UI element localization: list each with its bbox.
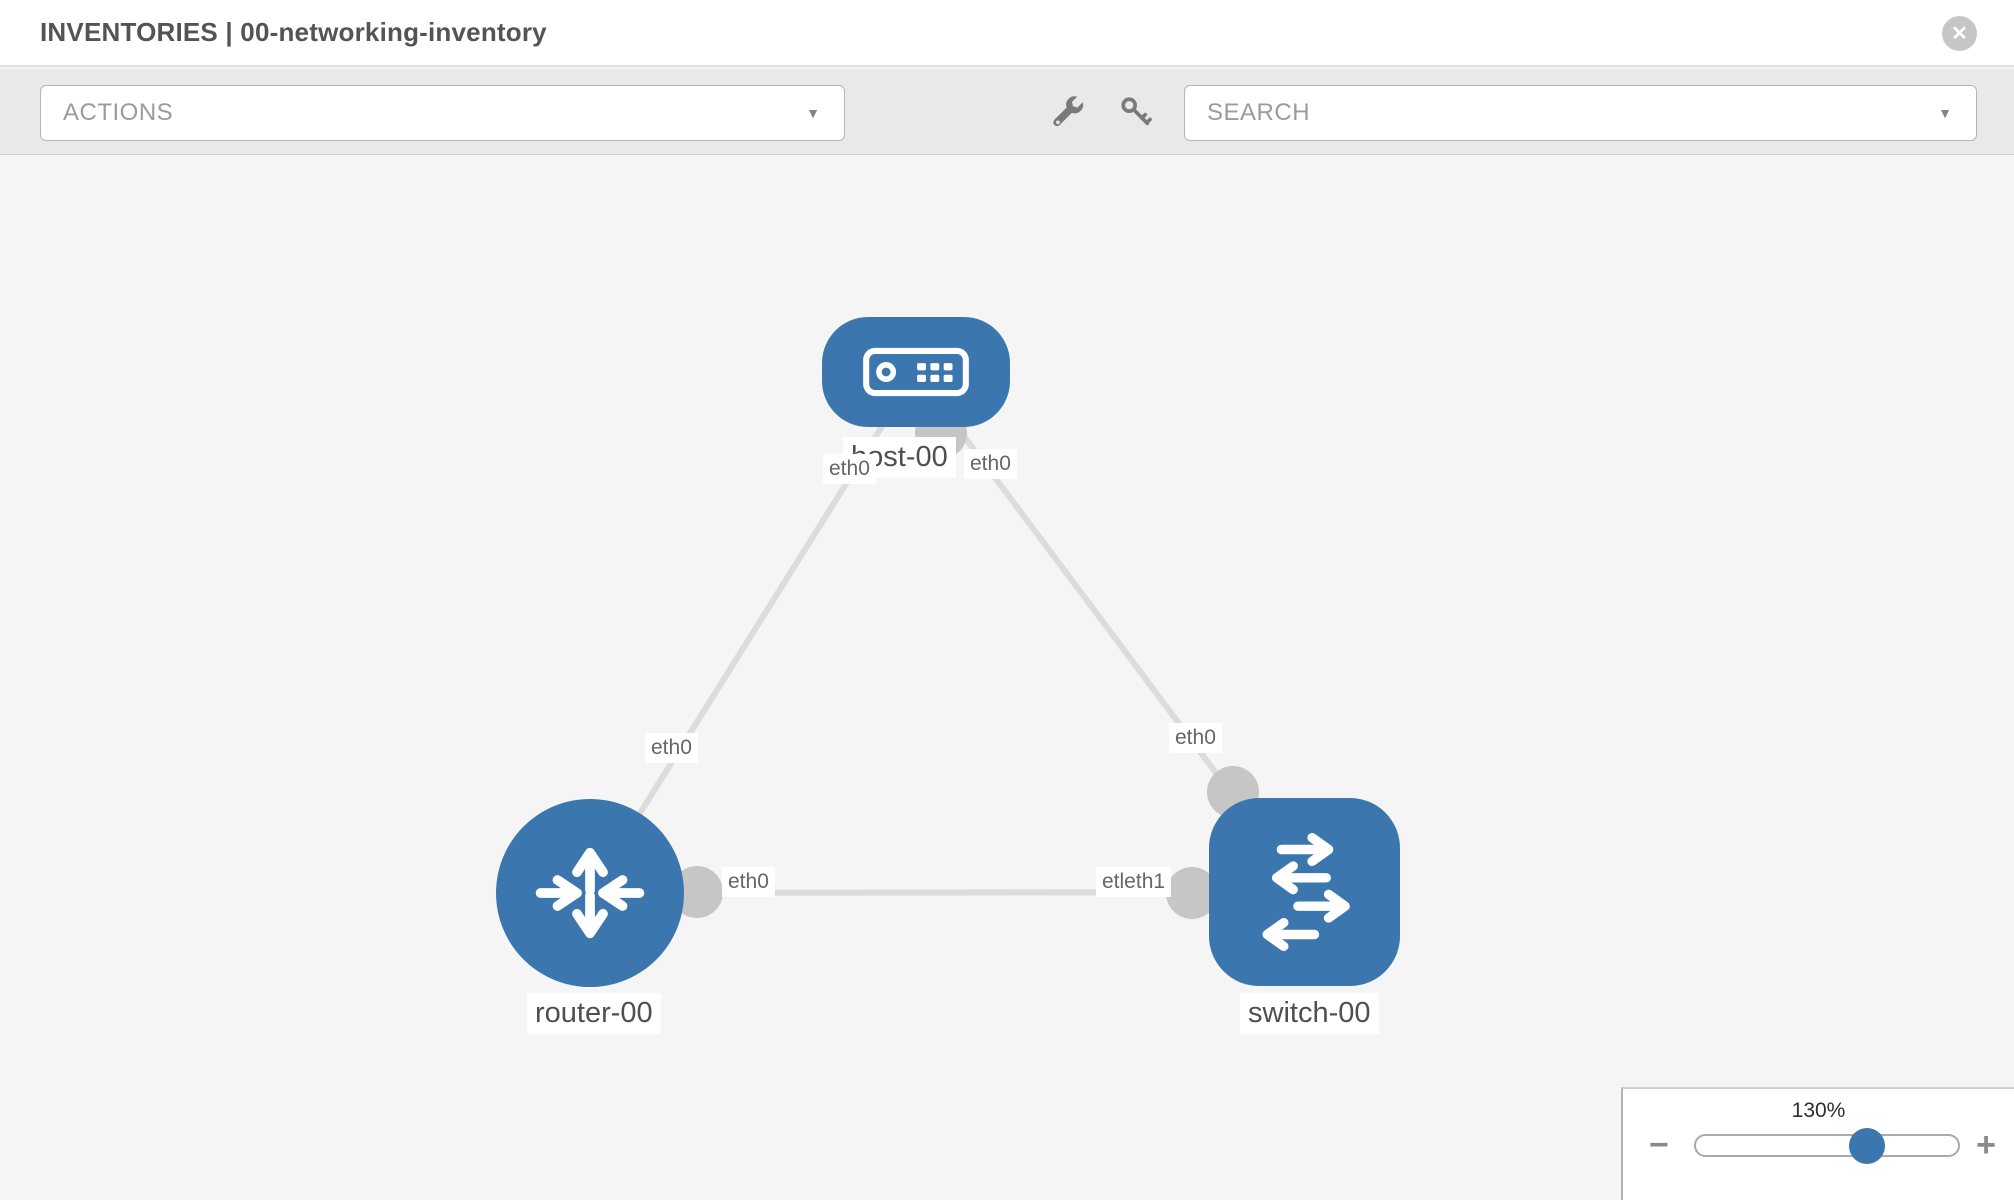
node-switch-00[interactable] [1209, 798, 1400, 986]
wrench-icon[interactable] [1051, 95, 1085, 129]
zoom-out-button[interactable]: − [1649, 1126, 1669, 1164]
chevron-down-icon: ▼ [806, 105, 820, 121]
header-bar: INVENTORIES | 00-networking-inventory ✕ [0, 0, 2014, 67]
page-title: INVENTORIES | 00-networking-inventory [40, 17, 547, 47]
chevron-down-icon: ▼ [1938, 105, 1952, 121]
node-label-switch-00: switch-00 [1240, 993, 1379, 1034]
host-icon [863, 347, 969, 397]
interface-label: eth0 [645, 733, 698, 763]
node-host-00[interactable] [822, 317, 1010, 427]
zoom-in-button[interactable]: + [1976, 1126, 1996, 1164]
zoom-percent-value: 130% [1791, 1099, 1846, 1122]
router-icon [535, 847, 645, 939]
close-icon[interactable]: ✕ [1942, 16, 1977, 51]
interface-label: eth0 [823, 454, 876, 484]
search-dropdown[interactable]: SEARCH ▼ [1184, 85, 1977, 141]
actions-dropdown-label: ACTIONS [63, 99, 174, 126]
key-icon[interactable] [1119, 95, 1153, 129]
actions-dropdown[interactable]: ACTIONS ▼ [40, 85, 845, 141]
toolbar: ACTIONS ▼ SEARCH ▼ [0, 69, 2014, 155]
interface-label: etleth1 [1096, 867, 1172, 897]
zoom-slider-thumb[interactable] [1849, 1128, 1885, 1164]
zoom-slider-track[interactable] [1694, 1128, 1960, 1164]
topology-canvas[interactable]: host-00 router-00 switch-00 eth0 eth0 et… [0, 155, 2014, 1200]
interface-label: eth0 [1169, 723, 1222, 753]
links-layer [587, 370, 1308, 919]
node-router-00[interactable] [496, 799, 684, 987]
interface-label: eth0 [964, 449, 1017, 479]
search-dropdown-label: SEARCH [1207, 99, 1311, 126]
zoom-control-panel: 130% − + [1621, 1087, 2014, 1200]
port-switch-left[interactable] [1166, 867, 1218, 919]
node-label-router-00: router-00 [527, 993, 661, 1034]
interface-label: eth0 [722, 867, 775, 897]
switch-icon [1262, 833, 1350, 951]
port-router-right[interactable] [671, 866, 723, 918]
